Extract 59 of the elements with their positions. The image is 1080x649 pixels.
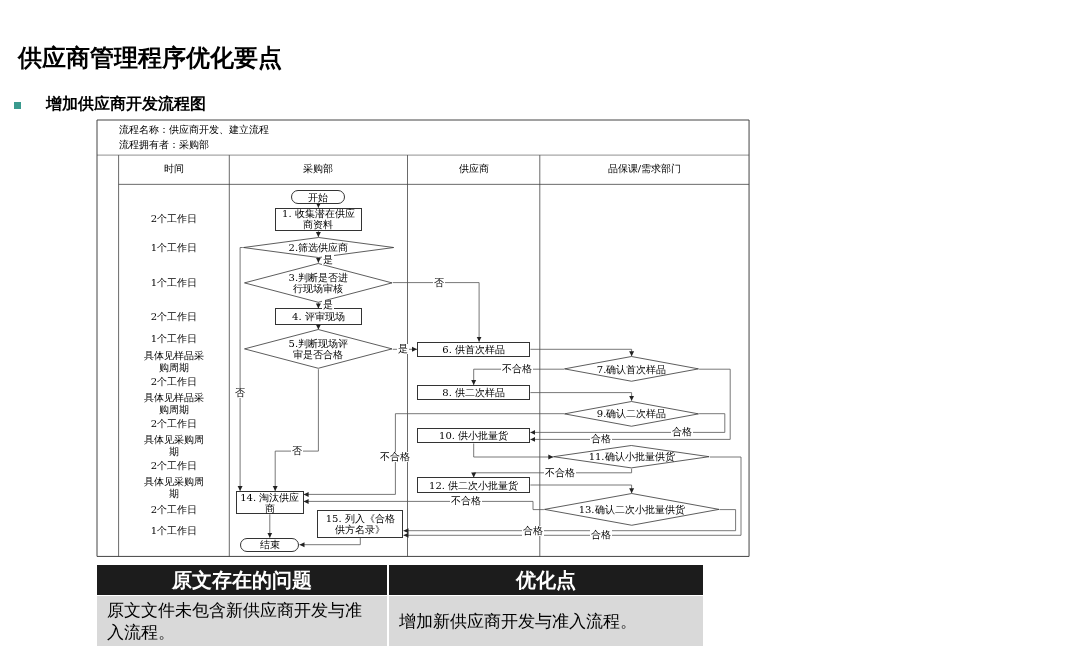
process-box: 15. 列入《合格供方名录》	[317, 509, 404, 538]
time-label: 具体见采购周期	[143, 475, 204, 499]
edge-label: 是	[321, 254, 334, 265]
time-label: 1个工作日	[149, 241, 199, 254]
time-label: 1个工作日	[149, 524, 199, 537]
arrow	[315, 302, 321, 309]
edge-label: 不合格	[544, 467, 577, 478]
time-label: 2个工作日	[149, 213, 199, 226]
time-label: 1个工作日	[149, 276, 199, 289]
lane-header: 采购部	[302, 163, 335, 175]
process-box: 10. 供小批量货	[416, 428, 531, 444]
time-label: 2个工作日	[149, 310, 199, 323]
decision-diamond: 5.判断现场评审是否合格	[244, 329, 393, 370]
process-name: 流程名称：供应商开发、建立流程	[118, 123, 269, 135]
edge-label: 不合格	[449, 496, 482, 507]
arrow	[315, 230, 321, 238]
edge-label: 不合格	[500, 364, 533, 375]
edge-label: 合格	[522, 525, 545, 536]
edge-label: 否	[432, 277, 445, 288]
edge-label: 不合格	[379, 451, 412, 462]
lane-header: 时间	[162, 163, 185, 175]
time-label: 具体见样品采购周期	[143, 349, 204, 373]
time-label: 具体见样品采购周期	[143, 391, 204, 415]
page-title: 供应商管理程序优化要点	[18, 43, 282, 74]
edge-label: 否	[234, 387, 247, 398]
decision-diamond: 13.确认二次小批量供货	[543, 493, 720, 526]
lane-header: 品保课/需求部门	[606, 163, 683, 175]
edge-label: 合格	[670, 427, 693, 438]
edge-label: 合格	[589, 530, 612, 541]
lane-header: 供应商	[457, 163, 490, 175]
arrow	[315, 257, 321, 264]
table-cell: 增加新供应商开发与准入流程。	[389, 596, 703, 646]
table-cell: 原文文件未包含新供应商开发与准入流程。	[97, 596, 387, 646]
time-label: 2个工作日	[149, 503, 199, 516]
table-header: 原文存在的问题	[97, 565, 387, 595]
time-label: 具体见采购周期	[143, 433, 204, 457]
process-box: 12. 供二次小批量货	[416, 477, 531, 493]
process-box: 6. 供首次样品	[416, 341, 531, 357]
edge-label: 合格	[589, 434, 612, 445]
arrow	[315, 324, 321, 330]
process-box: 14. 淘汰供应商	[236, 490, 304, 515]
decision-diamond: 9.确认二次样品	[564, 400, 700, 427]
edge-label: 否	[290, 446, 303, 457]
process-box: 8. 供二次样品	[416, 385, 531, 401]
time-label: 1个工作日	[149, 333, 199, 345]
decision-diamond: 7.确认首次样品	[564, 356, 700, 383]
terminal-shape: 开始	[291, 190, 346, 205]
decision-diamond: 11.确认小批量供货	[553, 445, 710, 469]
edge-label: 是	[321, 300, 334, 311]
table-header: 优化点	[389, 565, 703, 595]
subtitle: 增加供应商开发流程图	[46, 94, 206, 115]
time-label: 2个工作日	[149, 376, 199, 388]
edge-label: 是	[397, 344, 410, 355]
terminal-shape: 结束	[240, 537, 300, 552]
arrow	[315, 202, 321, 209]
time-label: 2个工作日	[149, 460, 199, 473]
time-label: 2个工作日	[149, 418, 199, 430]
process-box: 1. 收集潜在供应商资料	[275, 207, 362, 232]
process-owner: 流程拥有者：采购部	[118, 138, 209, 151]
